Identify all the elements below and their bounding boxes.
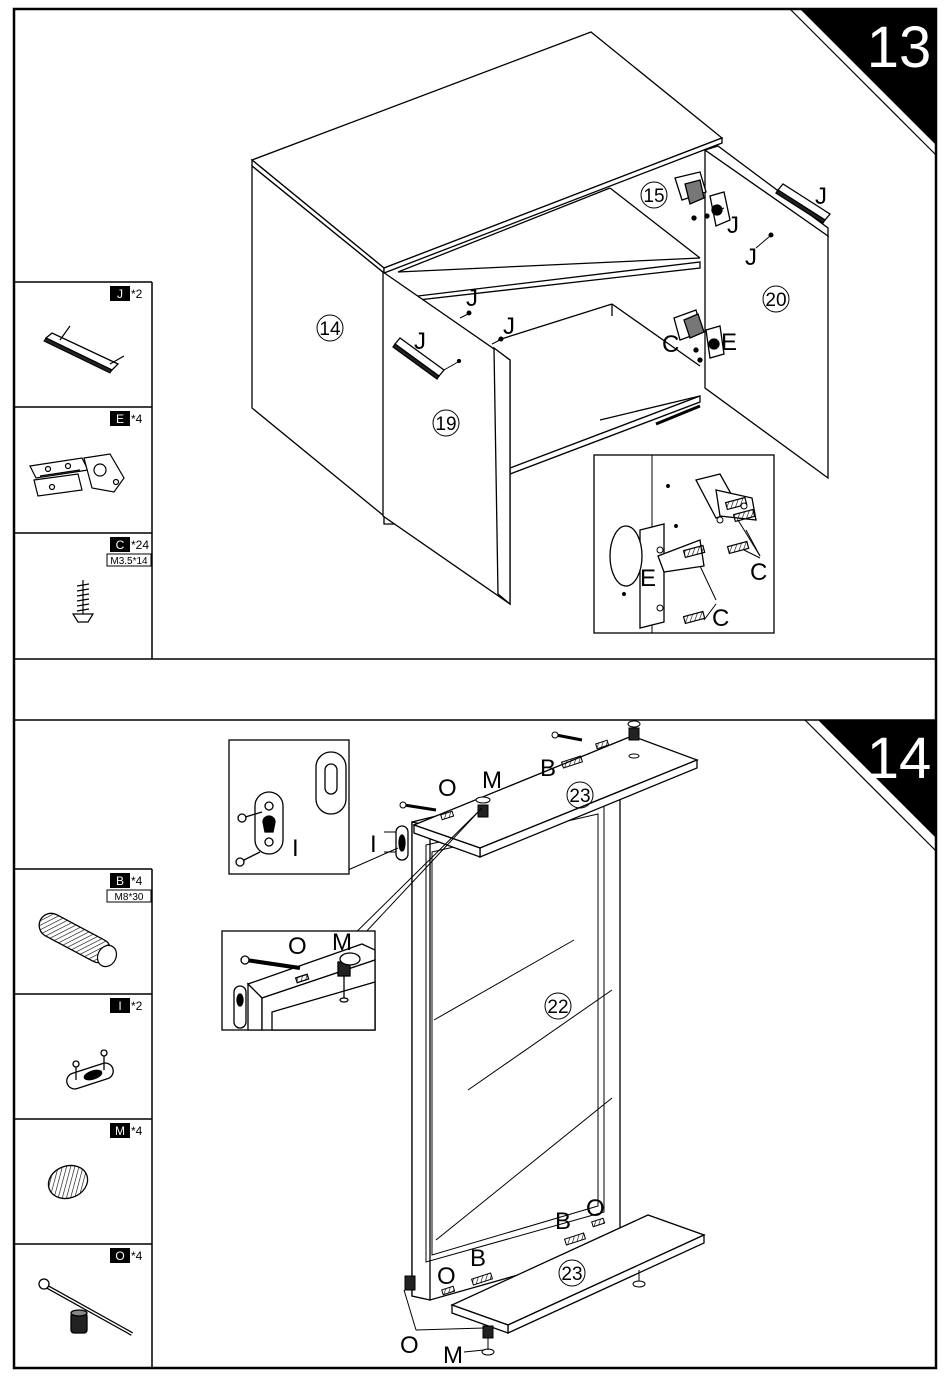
door-19 <box>383 272 510 604</box>
svg-text:22: 22 <box>547 997 568 1018</box>
part-row-c: C *24 M3.5*14 <box>73 537 151 622</box>
part-qty: *2 <box>131 287 143 301</box>
label-e: E <box>640 565 656 592</box>
part-row-m: M *4 <box>44 1123 143 1204</box>
label-o: O <box>437 1263 456 1290</box>
hanger-bracket-icon <box>65 1050 116 1091</box>
svg-text:14: 14 <box>319 319 341 340</box>
label-j: J <box>503 313 515 340</box>
svg-text:20: 20 <box>765 290 786 311</box>
part-qty: *4 <box>131 1124 143 1138</box>
label-j: J <box>727 212 739 239</box>
part-code: M <box>115 1124 125 1138</box>
hinge-detail-inset <box>594 455 774 633</box>
step-14-badge: 14 <box>805 720 936 851</box>
label-o: O <box>586 1195 605 1222</box>
hinge-icon <box>30 454 124 496</box>
svg-text:23: 23 <box>561 1264 582 1285</box>
label-j: J <box>815 183 827 210</box>
label-c: C <box>712 605 729 632</box>
diagram-step-14 <box>222 721 704 1355</box>
part-qty: *4 <box>131 874 143 888</box>
part-row-j: J *2 <box>44 286 143 373</box>
label-b: B <box>555 1208 571 1235</box>
parts-list-step-13: J *2 E *4 <box>14 282 152 659</box>
label-e: E <box>721 329 737 356</box>
label-o: O <box>438 775 457 802</box>
label-c: C <box>750 559 767 586</box>
part-row-i: I *2 <box>65 998 143 1091</box>
part-row-b: B *4 M8*30 <box>35 873 151 970</box>
part-code: C <box>116 538 125 552</box>
label-j: J <box>466 285 478 312</box>
bracket-detail-inset <box>229 740 349 874</box>
part-qty: *4 <box>131 412 143 426</box>
part-number-15: 15 <box>641 182 667 208</box>
part-number-22: 22 <box>545 993 571 1019</box>
label-b: B <box>540 755 556 782</box>
part-code: I <box>118 999 121 1013</box>
label-m: M <box>482 767 502 794</box>
cam-bolt-icon <box>39 1279 132 1334</box>
label-i: I <box>370 831 377 858</box>
handle-icon <box>44 326 124 373</box>
part-code: E <box>116 412 124 426</box>
part-number-19: 19 <box>433 410 459 436</box>
hanger-bracket <box>384 826 408 860</box>
part-code: B <box>116 874 124 888</box>
label-b: B <box>470 1245 486 1272</box>
wood-screw-icon <box>73 580 93 622</box>
svg-text:19: 19 <box>435 414 456 435</box>
dowel-icon <box>35 909 120 970</box>
part-qty: *2 <box>131 999 143 1013</box>
label-o: O <box>400 1332 419 1359</box>
part-code: O <box>115 1249 124 1263</box>
cam-disc-icon <box>44 1160 93 1204</box>
step-14-number: 14 <box>867 726 932 791</box>
svg-text:23: 23 <box>569 786 590 807</box>
label-m: M <box>332 929 352 956</box>
part-number-20: 20 <box>763 286 789 312</box>
svg-text:15: 15 <box>643 186 664 207</box>
part-spec: M3.5*14 <box>110 556 148 567</box>
label-i: I <box>292 835 299 862</box>
part-code: J <box>117 287 123 301</box>
part-number-23-top: 23 <box>567 782 593 808</box>
parts-list-step-14: B *4 M8*30 I *2 M <box>14 869 152 1368</box>
label-m: M <box>443 1342 463 1369</box>
label-j: J <box>745 244 757 271</box>
label-j: J <box>414 328 426 355</box>
label-c: C <box>662 331 679 358</box>
part-spec: M8*30 <box>115 892 144 903</box>
step-13-badge: 13 <box>790 9 936 155</box>
label-o: O <box>288 933 307 960</box>
part-row-o: O *4 <box>39 1248 143 1334</box>
part-number-23-bottom: 23 <box>559 1260 585 1286</box>
step-13-number: 13 <box>867 15 932 80</box>
part-qty: *4 <box>131 1249 143 1263</box>
part-qty: *24 <box>131 538 149 552</box>
part-row-e: E *4 <box>30 411 143 496</box>
part-number-14: 14 <box>317 315 343 341</box>
